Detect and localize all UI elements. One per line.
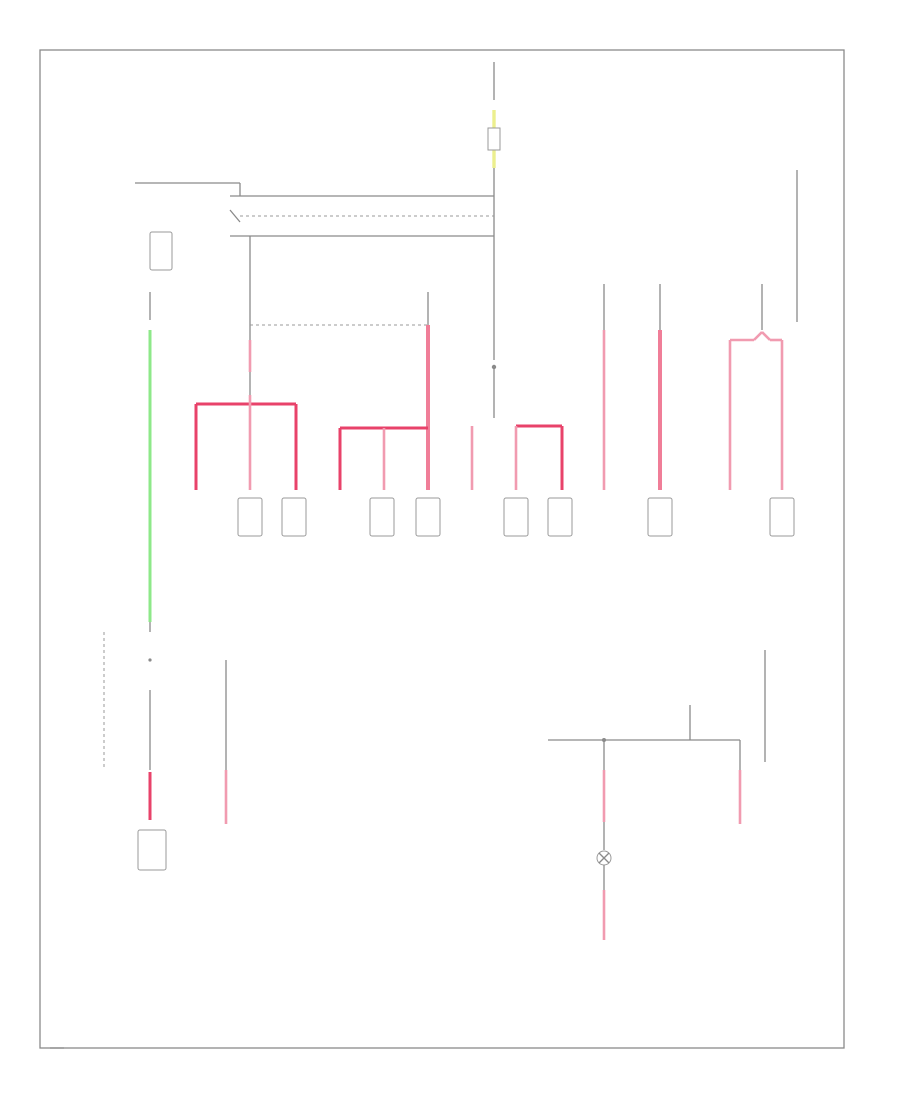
lower-right-section xyxy=(548,650,766,940)
red-bus-group-2 xyxy=(338,292,441,537)
red-bus-group-3 xyxy=(470,367,573,537)
lower-left-section xyxy=(103,632,228,871)
top-fuse-feed xyxy=(487,62,501,370)
green-circuit xyxy=(148,292,152,770)
red-bus-group-1 xyxy=(194,330,307,537)
load-box-1 xyxy=(237,497,263,537)
load-box-8 xyxy=(769,497,795,537)
load-box-5 xyxy=(503,497,529,537)
load-box-7 xyxy=(647,497,673,537)
load-box-3 xyxy=(369,497,395,537)
right-circuits xyxy=(602,284,795,537)
load-box-9 xyxy=(137,829,167,871)
relay-bus xyxy=(135,182,494,330)
load-box-6 xyxy=(547,497,573,537)
diagram-frame xyxy=(39,49,845,1049)
relay-coil-box xyxy=(149,231,173,271)
load-box-4 xyxy=(415,497,441,537)
load-box-2 xyxy=(281,497,307,537)
